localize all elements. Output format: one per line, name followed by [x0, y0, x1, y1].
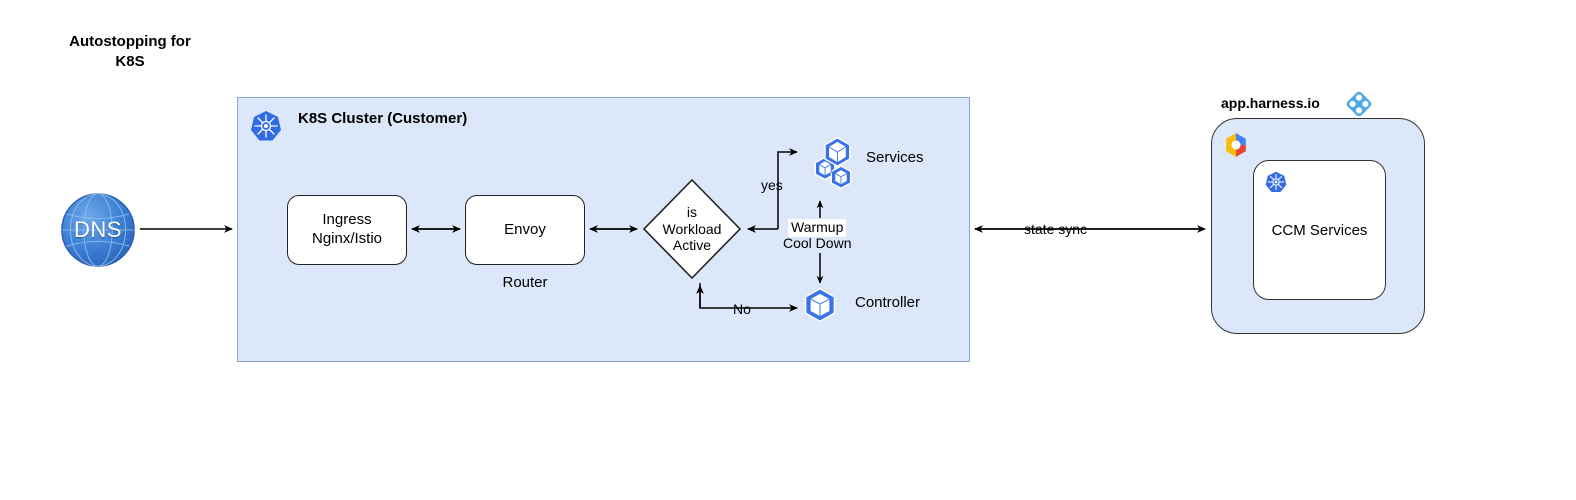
edge-yes-to-services — [777, 148, 798, 229]
edge-label-no: No — [733, 301, 751, 317]
harness-logo-icon — [1346, 91, 1372, 117]
cooldown-label: Cool Down — [783, 235, 852, 251]
services-pods-icon — [814, 136, 852, 190]
kubernetes-icon — [251, 111, 281, 141]
gcp-logo-icon — [1226, 133, 1246, 157]
cluster-title: K8S Cluster (Customer) — [298, 110, 468, 127]
services-label: Services — [866, 149, 924, 166]
kubernetes-icon — [1265, 171, 1287, 192]
ingress-node[interactable]: Ingress Nginx/Istio — [287, 195, 407, 265]
globe-icon — [61, 193, 135, 267]
harness-title: app.harness.io — [1221, 95, 1320, 111]
workload-active-decision[interactable] — [642, 178, 742, 280]
ccm-services-label: CCM Services — [1271, 222, 1368, 239]
controller-label: Controller — [855, 294, 921, 311]
edge-no-to-controller — [699, 283, 798, 312]
controller-pod-icon — [804, 287, 836, 323]
page-title: Autostopping for K8S — [69, 33, 191, 71]
warmup-label: Warmup — [788, 219, 847, 237]
router-caption: Router — [502, 274, 548, 291]
envoy-node[interactable]: Envoy — [465, 195, 585, 265]
